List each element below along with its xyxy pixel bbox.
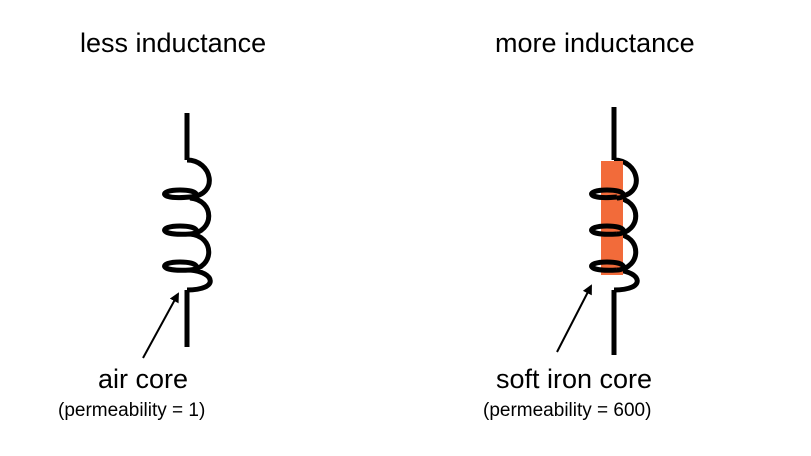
- air-core-label: air core: [98, 364, 189, 394]
- right-title: more inductance: [495, 28, 695, 58]
- iron-core-arrow-icon: [556, 284, 592, 353]
- iron-core-bar: [601, 161, 623, 275]
- left-title: less inductance: [80, 28, 267, 58]
- air-core-permeability: (permeability = 1): [58, 400, 206, 421]
- iron-core-inductor-icon: [589, 107, 640, 355]
- iron-core-permeability: (permeability = 600): [483, 400, 652, 421]
- air-core-inductor-icon: [162, 113, 213, 347]
- iron-core-label: soft iron core: [496, 364, 653, 394]
- air-core-arrow-icon: [142, 292, 179, 359]
